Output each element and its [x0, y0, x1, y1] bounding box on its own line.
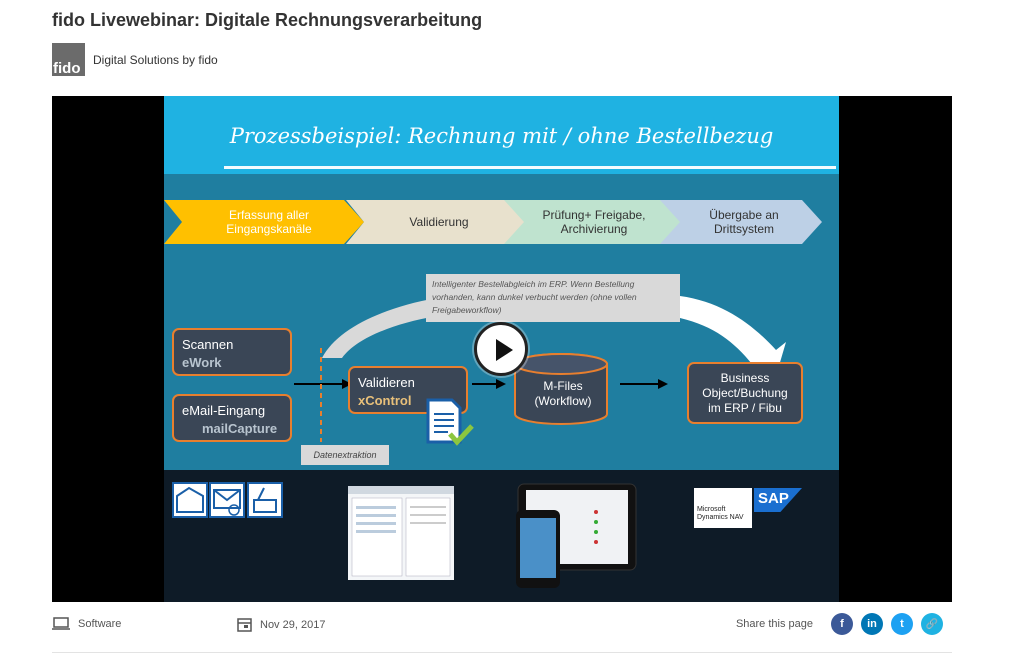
- play-button[interactable]: [474, 322, 528, 376]
- box-validieren-sub: xControl: [358, 393, 412, 408]
- slide-title-underline: [224, 166, 836, 169]
- arrow-head-3: [658, 379, 668, 389]
- video-player[interactable]: Prozessbeispiel: Rechnung mit / ohne Bes…: [52, 96, 952, 602]
- chevron-step-4: [660, 200, 822, 244]
- box-scannen: Scannen eWork: [172, 328, 292, 376]
- linkedin-share-button[interactable]: in: [861, 613, 883, 635]
- footer-divider: [52, 652, 952, 653]
- channel-avatar[interactable]: fido: [52, 43, 85, 76]
- slide-frame: Prozessbeispiel: Rechnung mit / ohne Bes…: [164, 96, 839, 602]
- twitter-share-button[interactable]: t: [891, 613, 913, 635]
- document-check-icon: [426, 398, 474, 446]
- box-email-sub: mailCapture: [202, 421, 278, 436]
- cylinder-cap: [514, 353, 608, 375]
- slide-header-band: [164, 96, 839, 174]
- chevron-step-2: [346, 200, 529, 244]
- channel-name[interactable]: Digital Solutions by fido: [93, 52, 218, 67]
- category-label: Software: [78, 618, 122, 630]
- box-email-title: eMail-Eingang: [182, 403, 266, 418]
- facebook-icon: f: [840, 618, 844, 630]
- datenextraktion-label: Datenextraktion: [301, 445, 389, 465]
- box-email: eMail-Eingang mailCapture: [172, 394, 292, 442]
- date-label: Nov 29, 2017: [260, 618, 326, 631]
- calendar-icon: [237, 618, 252, 632]
- box-scannen-title: Scannen: [182, 337, 234, 352]
- slide-title: Prozessbeispiel: Rechnung mit / ohne Bes…: [229, 124, 774, 148]
- category-meta: Software: [52, 617, 121, 631]
- process-chevrons: [164, 200, 822, 244]
- box-scannen-sub: eWork: [182, 355, 222, 370]
- linkedin-icon: in: [867, 618, 877, 630]
- chevron-label-1: Erfassung aller Eingangskanäle: [226, 208, 312, 236]
- cylinder-body: [514, 364, 608, 425]
- software-screenshot-thumbnail: [348, 486, 454, 580]
- link-icon: 🔗: [925, 618, 939, 630]
- box-mfiles: M-Files (Workflow): [534, 379, 592, 408]
- laptop-icon: [52, 617, 70, 630]
- chevron-step-3: [504, 200, 684, 244]
- chevron-label-4: Übergabe an Drittsystem: [709, 208, 779, 236]
- callout-note: Intelligenter Bestellabgleich im ERP. We…: [426, 274, 680, 322]
- chevron-step-1: [164, 200, 364, 244]
- channel-logo-text: fido: [53, 60, 81, 77]
- box-business: Business Object/Buchung im ERP / Fibu: [687, 362, 803, 424]
- share-bar: Share this page f in t 🔗: [736, 613, 943, 635]
- curved-arrow-right: [680, 296, 786, 376]
- page-title: fido Livewebinar: Digitale Rechnungsvera…: [52, 10, 483, 30]
- twitter-icon: t: [900, 618, 904, 630]
- microsoft-dynamics-logo: Microsoft Dynamics NAV: [694, 488, 752, 528]
- box-validieren-title: Validieren: [358, 375, 415, 390]
- flow-arrows: [294, 292, 786, 442]
- chevron-label-2: Validierung: [409, 215, 469, 229]
- share-label: Share this page: [735, 618, 813, 630]
- copy-link-button[interactable]: 🔗: [921, 613, 943, 635]
- tablet-phone-icon: [516, 483, 637, 588]
- channel-info[interactable]: fido Digital Solutions by fido: [52, 43, 218, 76]
- facebook-share-button[interactable]: f: [831, 613, 853, 635]
- input-channel-icons: [172, 482, 283, 518]
- chevron-label-3: Prüfung+ Freigabe, Archivierung: [542, 208, 646, 236]
- arrow-head-1: [342, 379, 352, 389]
- arrow-head-2: [496, 379, 506, 389]
- date-meta: Nov 29, 2017: [237, 617, 325, 632]
